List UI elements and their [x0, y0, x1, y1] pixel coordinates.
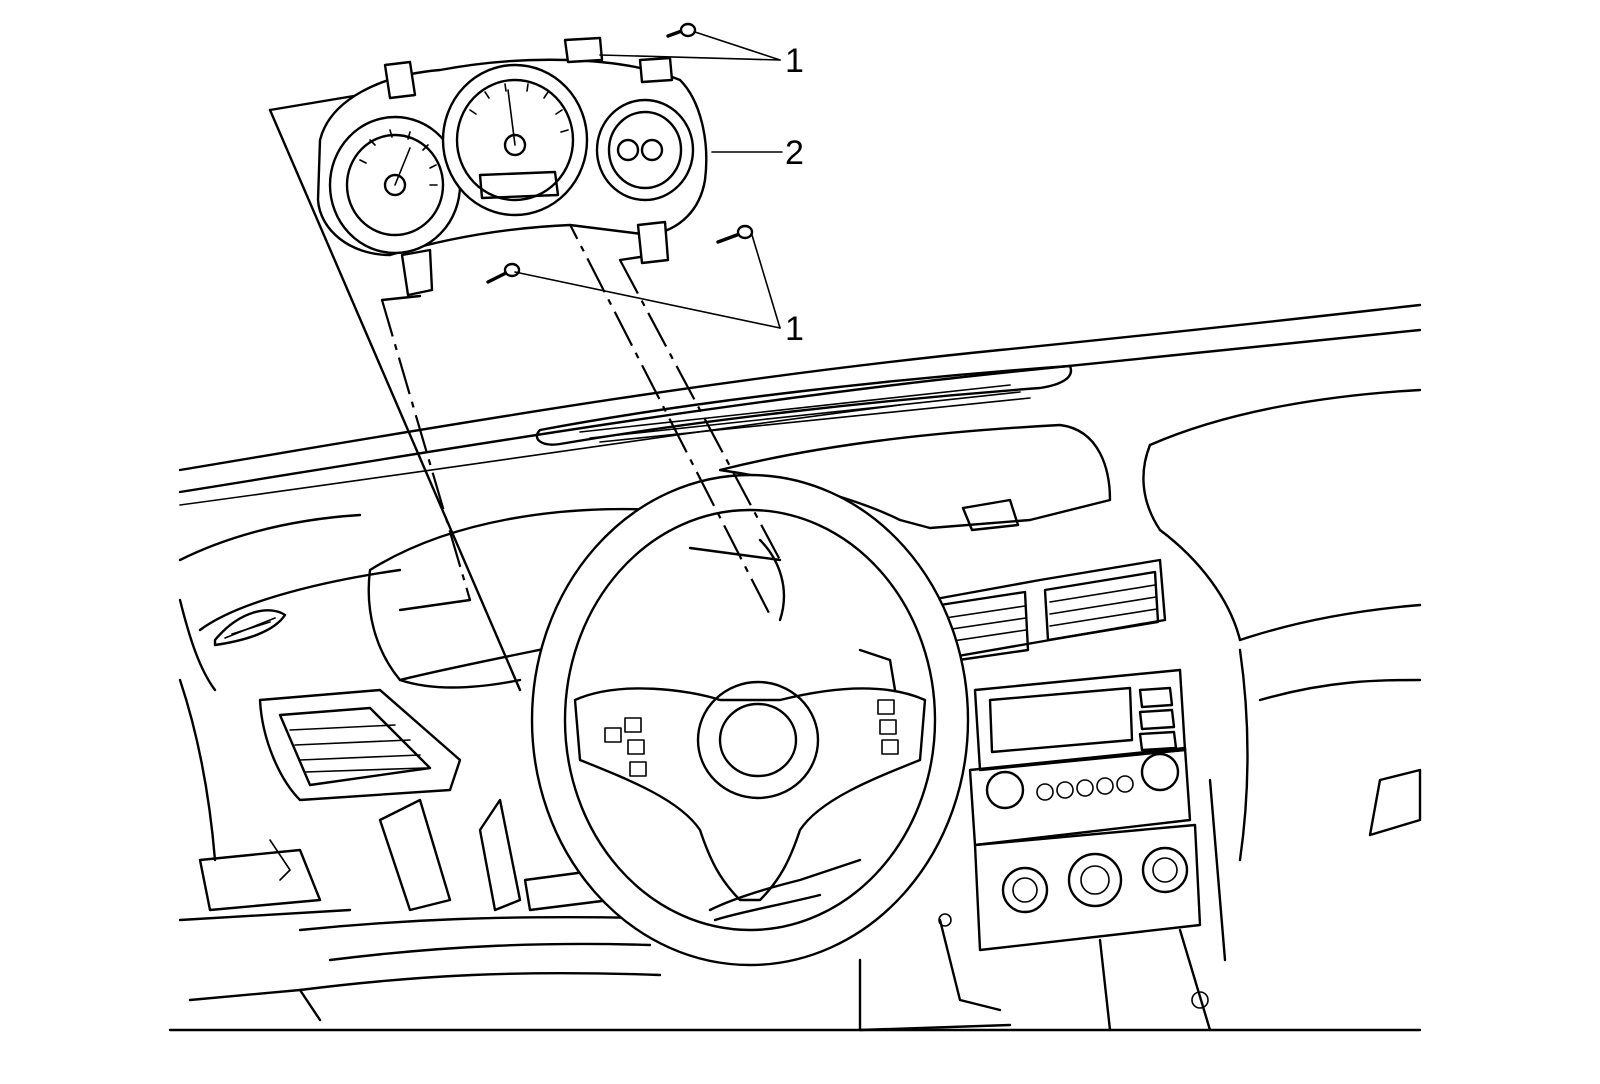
fastener-top-screw [666, 22, 697, 38]
callout-1-top: 1 [785, 42, 804, 80]
leader-lines [514, 31, 783, 329]
instrument-cluster [316, 36, 708, 297]
fastener-left-screw [486, 262, 521, 284]
callout-1-bottom: 1 [785, 310, 804, 348]
fasteners [486, 22, 754, 284]
instrument-panel [168, 303, 1422, 1032]
fastener-right-screw [716, 224, 754, 244]
callout-2-cluster: 2 [785, 134, 804, 172]
steering-wheel [530, 473, 970, 967]
